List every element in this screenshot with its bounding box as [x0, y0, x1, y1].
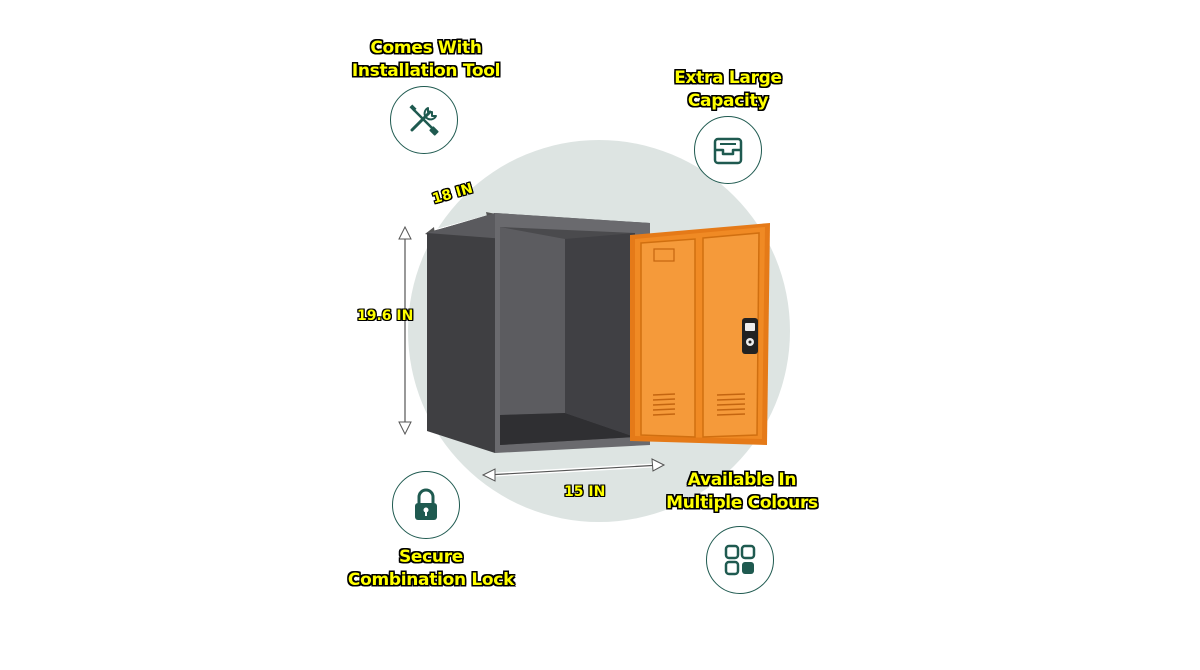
wrench-screwdriver-icon: [390, 86, 458, 154]
feature-label-combination-lock: Secure Combination Lock: [343, 546, 519, 592]
feature-label-line: Installation Tool: [351, 61, 501, 81]
feature-label-line: Secure: [398, 547, 464, 567]
dimension-width-label: 15 IN: [564, 484, 606, 500]
grid-squares-icon: [706, 526, 774, 594]
feature-label-line: Extra Large: [674, 68, 782, 88]
feature-label-line: Capacity: [687, 91, 769, 111]
padlock-icon: [392, 471, 460, 539]
feature-label-line: Comes With: [370, 38, 482, 58]
feature-label-capacity: Extra Large Capacity: [648, 67, 808, 113]
feature-label-installation-tool: Comes With Installation Tool: [346, 37, 506, 83]
feature-label-multiple-colours: Available In Multiple Colours: [662, 469, 822, 515]
locker-door: [630, 223, 770, 445]
dimension-height-label: 19.6 IN: [357, 308, 414, 324]
feature-label-line: Combination Lock: [347, 570, 515, 590]
inbox-tray-icon: [694, 116, 762, 184]
feature-label-line: Available In: [687, 470, 797, 490]
locker-illustration: [398, 212, 770, 482]
feature-label-line: Multiple Colours: [666, 493, 818, 513]
locker-side-panel: [427, 213, 495, 453]
width-arrow: [481, 458, 666, 482]
height-arrow: [398, 225, 412, 436]
